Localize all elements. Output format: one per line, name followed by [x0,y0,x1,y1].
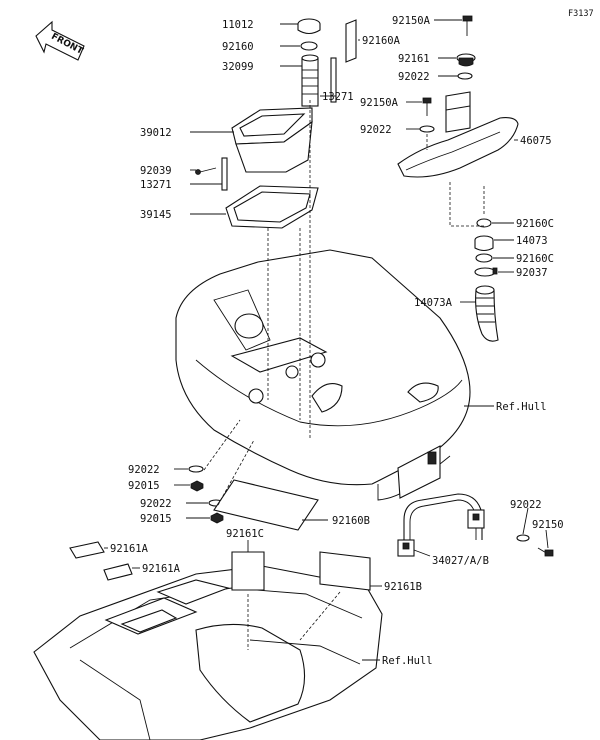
callout-92160: 92160 [222,41,254,53]
upper-hull [175,249,471,501]
part-bolt-92150A-top [462,15,473,36]
part-clamp-92037 [474,267,498,277]
callout-92161A-1: 92161A [110,543,149,555]
callout-92161C: 92161C [226,528,264,540]
leader-lines [104,19,549,661]
callout-92022-left2: 92022 [140,498,172,510]
part-pad-92160A [345,19,357,63]
part-pad-92161A-2 [103,563,133,581]
front-arrow-icon: FRONT [35,20,85,61]
callout-92150A-mid: 92150A [360,97,399,109]
callout-92015-left1: 92015 [128,480,160,492]
callout-92161B: 92161B [384,581,422,593]
part-grommet-92161 [456,53,476,67]
callout-14073: 14073 [516,235,548,247]
part-strap-13271 [330,57,337,103]
part-washer-92022-left1 [188,465,204,473]
part-gasket-39145 [225,185,319,229]
callout-92150A-top: 92150A [392,15,431,27]
part-pad-92161B [319,551,371,591]
callout-92015-left2: 92015 [140,513,172,525]
callout-92022-right: 92022 [510,499,542,511]
part-strap-13271-lower [221,157,228,191]
callout-92160B: 92160B [332,515,370,527]
part-pad-92160B [213,479,319,531]
part-ring-92160C-b [475,253,493,263]
part-ring-92160 [300,41,318,51]
part-washer-92022-right [516,534,530,542]
part-nut-92015-left2 [210,512,224,524]
callout-92160C-b: 92160C [516,253,554,265]
part-pad-92161C [231,551,265,591]
part-ring-92160C-a [476,218,492,228]
callout-46075: 46075 [520,135,552,147]
callout-ref-hull-upper: Ref.Hull [496,401,547,413]
callout-92160C-a: 92160C [516,218,554,230]
part-pad-92161A-1 [69,541,105,559]
figure-code: F3137 [568,9,594,19]
part-flange-14073 [474,235,494,252]
part-handle-46075 [397,91,519,178]
callout-92161: 92161 [398,53,430,65]
part-washer-92022-top [457,72,473,80]
callout-92037: 92037 [516,267,548,279]
callout-11012: 11012 [222,19,254,31]
callout-92039: 92039 [140,165,172,177]
part-bolt-92150A-mid [422,97,432,116]
callout-32099: 32099 [222,61,254,73]
callout-13271-top: 13271 [322,91,354,103]
lower-hull [33,565,383,740]
callout-92022-left1: 92022 [128,464,160,476]
callout-14073A: 14073A [414,297,453,309]
part-nut-92015-left1 [190,480,204,492]
callout-13271-bottom: 13271 [140,179,172,191]
part-cap-11012 [297,18,321,35]
part-hose-14073A [475,285,499,342]
callout-92160A: 92160A [362,35,401,47]
part-washer-92022-mid [419,125,435,133]
part-box-39012 [231,107,313,173]
part-bolt-92150 [537,547,554,557]
callout-92150: 92150 [532,519,564,531]
part-bracket-34027 [397,493,485,557]
callout-ref-hull-lower: Ref.Hull [382,655,433,667]
part-tube-32099 [301,54,319,107]
callout-92022-top: 92022 [398,71,430,83]
callout-92022-mid: 92022 [360,124,392,136]
callout-34027: 34027/A/B [432,555,489,567]
part-screw-92039 [195,167,217,175]
callout-39145: 39145 [140,209,172,221]
callout-39012: 39012 [140,127,172,139]
callout-92161A-2: 92161A [142,563,181,575]
